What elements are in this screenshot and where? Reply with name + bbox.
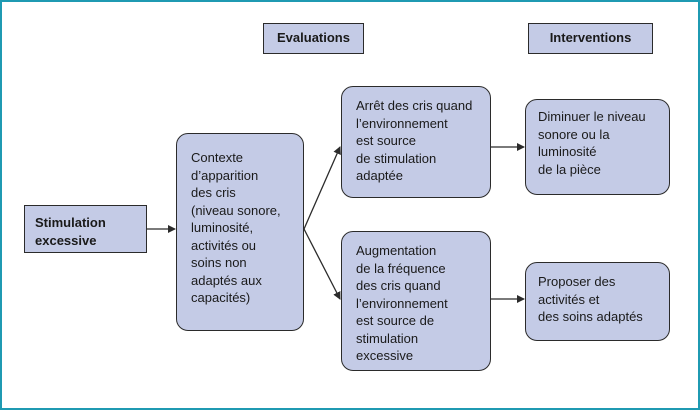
node-stimulation-excessive: Stimulation excessive	[24, 205, 147, 253]
node-arret-des-cris: Arrêt des cris quand l’environnement est…	[341, 86, 491, 198]
header-interventions: Interventions	[528, 23, 653, 54]
arrow-contexte-to-augmentation	[303, 228, 341, 300]
node-contexte-apparition: Contexte d’apparition des cris (niveau s…	[176, 133, 304, 331]
node-proposer-activites: Proposer des activités et des soins adap…	[525, 262, 670, 341]
arrow-contexte-to-arret	[303, 146, 341, 230]
node-diminuer-niveau: Diminuer le niveau sonore ou la luminosi…	[525, 99, 670, 195]
header-evaluations: Evaluations	[263, 23, 364, 54]
node-augmentation-frequence: Augmentation de la fréquence des cris qu…	[341, 231, 491, 371]
